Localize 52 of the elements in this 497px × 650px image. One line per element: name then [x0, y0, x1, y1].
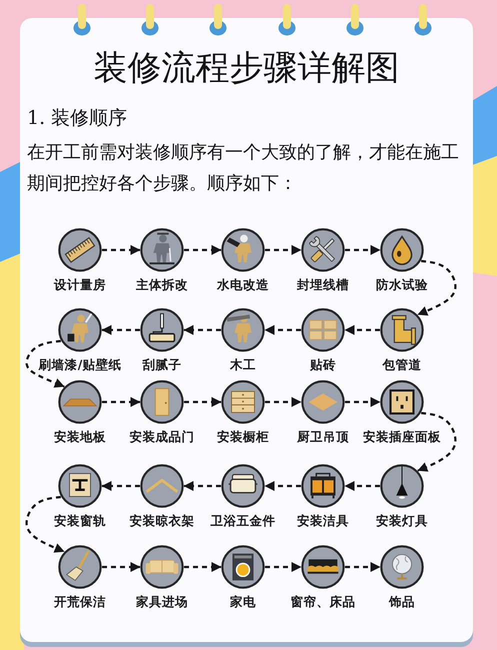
step-label: 安装洁具 [297, 513, 349, 529]
curved-arrow [417, 412, 456, 472]
dashed-arrow [345, 397, 380, 407]
dashed-arrow [184, 325, 221, 335]
page-title: 装修流程步骤详解图 [92, 48, 400, 88]
step-label: 安装橱柜 [217, 429, 269, 445]
dashed-arrow [184, 562, 222, 572]
step-label: 安装成品门 [130, 429, 194, 445]
step-label: 窗帘、床品 [290, 594, 356, 610]
dashed-arrow [184, 481, 221, 491]
dashed-arrow [345, 562, 380, 572]
step-label: 卫浴五金件 [210, 513, 276, 529]
step-label: 主体拆改 [136, 277, 188, 293]
step-label: 设计量房 [54, 277, 106, 293]
step-label: 防水试验 [376, 277, 428, 293]
dashed-arrow [344, 325, 380, 335]
step-label: 刷墙漆/贴壁纸 [38, 357, 122, 373]
step-label: 封埋线槽 [297, 277, 349, 293]
step-label: 水电改造 [217, 277, 269, 293]
dashed-arrow [102, 562, 140, 572]
step-label: 家电 [230, 594, 256, 610]
step-label: 安装灯具 [376, 513, 428, 529]
dashed-arrow [265, 245, 302, 255]
dashed-arrow [184, 397, 222, 407]
dashed-arrow [184, 245, 222, 255]
dashed-arrow [102, 245, 140, 255]
dashed-arrow [264, 325, 301, 335]
step-label: 开荒保洁 [54, 594, 106, 610]
curved-arrow [417, 260, 456, 316]
step-label: 家具进场 [136, 594, 188, 610]
dashed-arrow [102, 325, 140, 335]
step-label: 安装插座面板 [363, 429, 441, 445]
dashed-arrow [344, 481, 380, 491]
dashed-arrow [345, 245, 380, 255]
step-label: 包管道 [382, 357, 422, 373]
step-label: 饰品 [389, 594, 415, 610]
intro-paragraph: 在开工前需对装修顺序有一个大致的了解，才能在施工期间把控好各个步骤。顺序如下： [27, 141, 460, 196]
dashed-arrow [265, 562, 302, 572]
step-label: 贴砖 [310, 357, 336, 373]
dashed-arrow [102, 397, 140, 407]
curved-arrow [26, 496, 65, 553]
step-label: 厨卫吊顶 [297, 429, 349, 445]
curved-arrow [26, 340, 65, 388]
dashed-arrow [102, 481, 140, 491]
step-label: 安装晾衣架 [130, 513, 194, 529]
step-label: 安装地板 [54, 429, 106, 445]
section-heading: 1. 装修顺序 [27, 106, 128, 130]
step-label: 安装窗轨 [54, 513, 106, 529]
step-label: 刮腻子 [142, 357, 182, 373]
dashed-arrow [265, 397, 302, 407]
dashed-arrow [264, 481, 301, 491]
step-label: 木工 [230, 357, 256, 373]
